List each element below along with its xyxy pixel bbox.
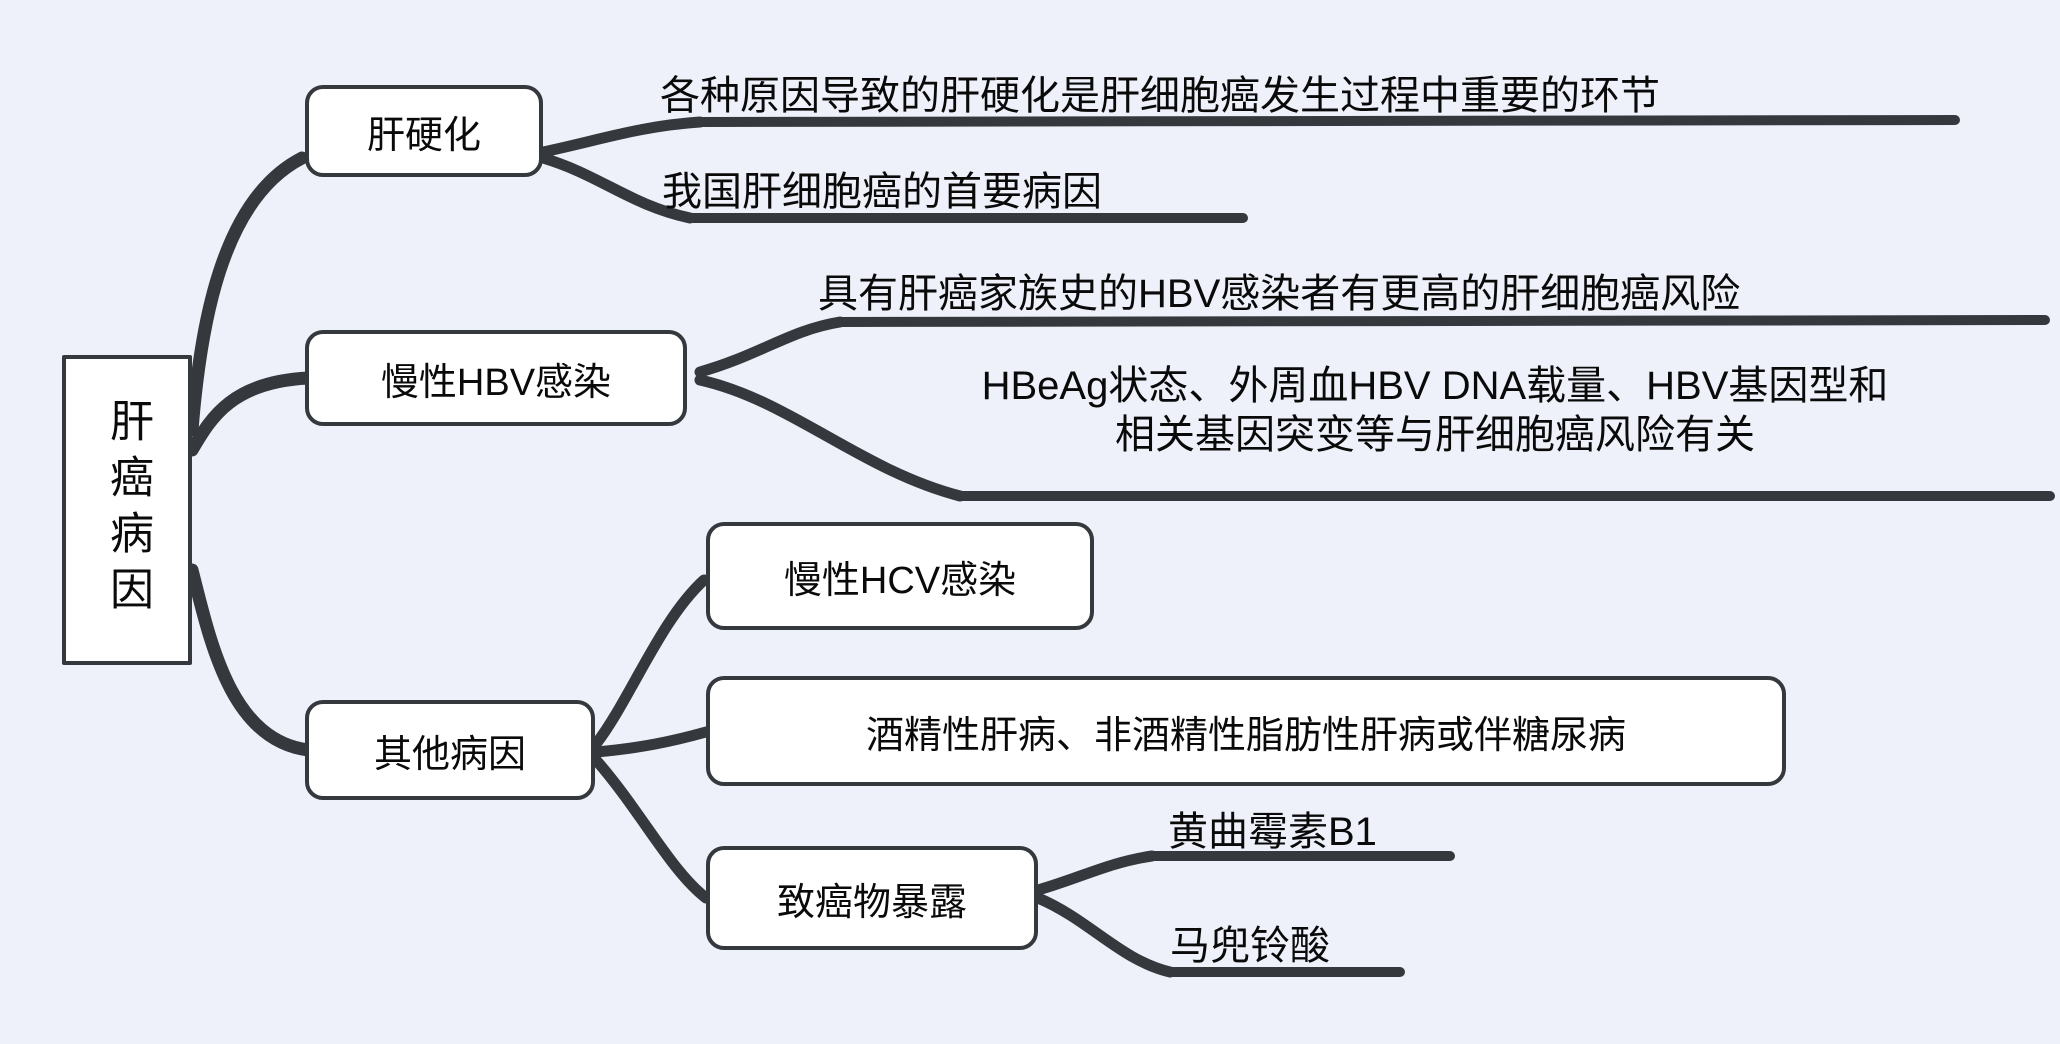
child-node-carcinogen-label: 致癌物暴露 bbox=[776, 881, 967, 924]
leaf-carcinogen-1-line-1: 黄曲霉素B1 bbox=[1168, 810, 1377, 854]
branch-node-other[interactable]: 其他病因 bbox=[305, 700, 595, 800]
leaf-hbv-1-line-1: 具有肝癌家族史的HBV感染者有更高的肝细胞癌风险 bbox=[818, 272, 1741, 316]
leaf-carcinogen-2: 马兜铃酸 bbox=[1170, 922, 1330, 971]
child-node-alcohol-nafld[interactable]: 酒精性肝病、非酒精性脂肪性肝病或伴糖尿病 bbox=[706, 676, 1786, 786]
leaf-cirrhosis-2: 我国肝细胞癌的首要病因 bbox=[662, 168, 1102, 217]
branch-node-cirrhosis[interactable]: 肝硬化 bbox=[305, 85, 543, 177]
branch-node-hbv-label: 慢性HBV感染 bbox=[380, 361, 612, 404]
root-node[interactable]: 肝癌病因 bbox=[62, 355, 192, 665]
edge-cirrhosis-to-leaf1 bbox=[537, 116, 706, 158]
underline-hbv-leaf1 bbox=[835, 315, 2050, 327]
edge-root-to-hbv bbox=[185, 371, 315, 457]
branch-node-cirrhosis-label: 肝硬化 bbox=[366, 114, 481, 157]
edge-other-to-carcinogen bbox=[590, 754, 712, 904]
branch-node-other-label: 其他病因 bbox=[373, 733, 526, 776]
leaf-hbv-2-line-2: 相关基因突变等与肝细胞癌风险有关 bbox=[1115, 412, 1755, 457]
leaf-hbv-1: 具有肝癌家族史的HBV感染者有更高的肝细胞癌风险 bbox=[818, 270, 1740, 319]
child-node-alcohol-nafld-label: 酒精性肝病、非酒精性脂肪性肝病或伴糖尿病 bbox=[865, 714, 1626, 757]
edge-root-to-cirrhosis bbox=[185, 151, 309, 437]
child-node-hcv[interactable]: 慢性HCV感染 bbox=[706, 522, 1094, 630]
edge-hbv-to-leaf1 bbox=[694, 316, 846, 378]
leaf-hbv-2-line-1: HBeAg状态、外周血HBV DNA载量、HBV基因型和 bbox=[981, 364, 1889, 408]
leaf-hbv-2: HBeAg状态、外周血HBV DNA载量、HBV基因型和 相关基因突变等与肝细胞… bbox=[830, 362, 2040, 460]
edge-root-to-other bbox=[185, 563, 315, 757]
leaf-cirrhosis-2-line-1: 我国肝细胞癌的首要病因 bbox=[662, 170, 1102, 214]
branch-node-hbv[interactable]: 慢性HBV感染 bbox=[305, 330, 687, 426]
child-node-carcinogen[interactable]: 致癌物暴露 bbox=[706, 846, 1038, 950]
root-node-label: 肝癌病因 bbox=[103, 398, 152, 622]
edge-other-to-hcv bbox=[590, 574, 710, 750]
edge-carcinogen-to-aristolochic bbox=[1032, 892, 1176, 978]
leaf-cirrhosis-1-line-1: 各种原因导致的肝硬化是肝细胞癌发生过程中重要的环节 bbox=[660, 74, 1660, 118]
leaf-carcinogen-1: 黄曲霉素B1 bbox=[1168, 808, 1377, 857]
leaf-cirrhosis-1: 各种原因导致的肝硬化是肝细胞癌发生过程中重要的环节 bbox=[660, 72, 1660, 121]
edge-carcinogen-to-aflatoxin bbox=[1032, 850, 1158, 896]
leaf-carcinogen-2-line-1: 马兜铃酸 bbox=[1170, 924, 1330, 968]
child-node-hcv-label: 慢性HCV感染 bbox=[783, 559, 1017, 602]
edge-other-to-alcohol bbox=[590, 726, 712, 758]
